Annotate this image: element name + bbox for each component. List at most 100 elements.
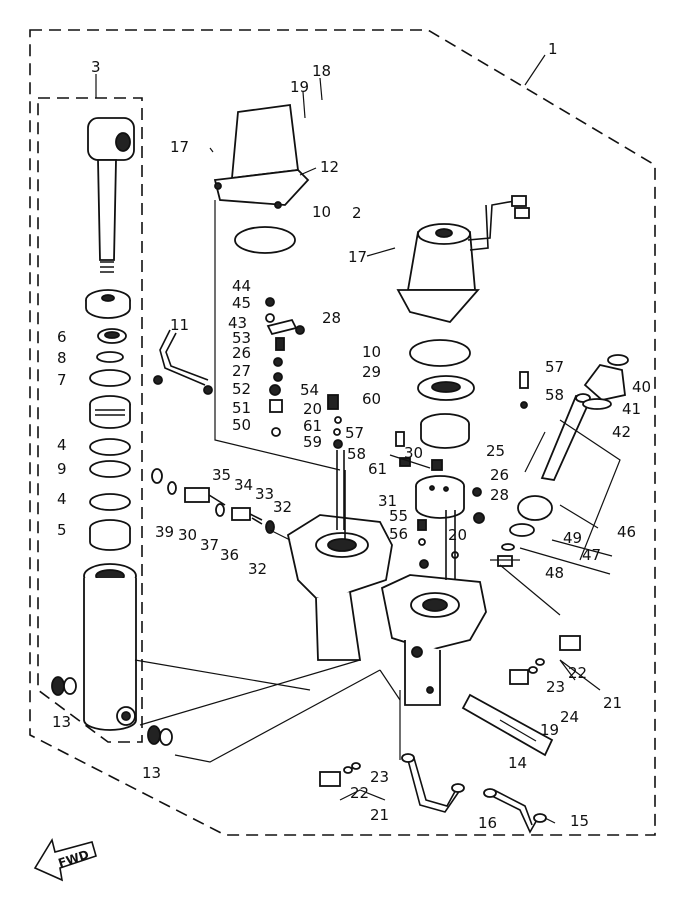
callout-32b: 32 xyxy=(248,560,267,578)
callout-14: 14 xyxy=(508,754,527,772)
callout-labels: 1 2 3 4 4 5 6 7 8 9 10 10 11 12 13 13 14… xyxy=(52,40,651,832)
small-parts-center-column xyxy=(265,297,346,540)
o-ring-4b-part xyxy=(89,493,131,511)
o-ring-7-part xyxy=(89,369,131,387)
callout-36: 36 xyxy=(220,546,239,564)
callout-20b: 20 xyxy=(448,526,467,544)
callout-28b: 28 xyxy=(490,486,509,504)
callout-28a: 28 xyxy=(322,309,341,327)
callout-13a: 13 xyxy=(52,713,71,731)
callout-46: 46 xyxy=(617,523,636,541)
callout-26b: 26 xyxy=(490,466,509,484)
manual-valve-cap-parts xyxy=(582,354,629,410)
callout-31: 31 xyxy=(378,492,397,510)
callout-8: 8 xyxy=(57,349,67,367)
callout-22a: 22 xyxy=(568,664,587,682)
bushing-13a-part xyxy=(51,676,77,696)
callout-55: 55 xyxy=(389,507,408,525)
callout-30b: 30 xyxy=(178,526,197,544)
manifold-body-part xyxy=(380,574,487,706)
cylinder-cap-part xyxy=(85,289,131,319)
callout-5: 5 xyxy=(57,521,67,539)
callout-12: 12 xyxy=(320,158,339,176)
ram-14-part xyxy=(461,693,554,757)
callout-61b: 61 xyxy=(368,460,387,478)
relief-valve-parts xyxy=(151,468,275,534)
callout-61a: 61 xyxy=(303,417,322,435)
callout-37: 37 xyxy=(200,536,219,554)
callout-35: 35 xyxy=(212,466,231,484)
callout-33: 33 xyxy=(255,485,274,503)
callout-3: 3 xyxy=(91,58,101,76)
callout-17a: 17 xyxy=(170,138,189,156)
callout-53: 53 xyxy=(232,329,251,347)
harness-11-part xyxy=(153,329,213,395)
callout-54: 54 xyxy=(300,381,319,399)
assembly-1-boundary xyxy=(29,29,656,836)
ring-29-part xyxy=(417,375,475,401)
callout-6: 6 xyxy=(57,328,67,346)
callout-10a: 10 xyxy=(312,203,331,221)
seal-6-part xyxy=(97,328,127,344)
callout-32a: 32 xyxy=(273,498,292,516)
callout-4a: 4 xyxy=(57,436,67,454)
callout-48: 48 xyxy=(545,564,564,582)
callout-27: 27 xyxy=(232,362,251,380)
manual-valve-46-part xyxy=(497,393,592,567)
pipe-16-part xyxy=(401,753,465,813)
bushing-13b-part xyxy=(147,725,173,746)
gasket-10a-part xyxy=(234,226,296,254)
callout-7: 7 xyxy=(57,371,67,389)
callout-23b: 23 xyxy=(370,768,389,786)
callout-57b: 57 xyxy=(345,424,364,442)
callout-44: 44 xyxy=(232,277,251,295)
callout-19b: 19 xyxy=(540,721,559,739)
callout-20a: 20 xyxy=(303,400,322,418)
callout-45: 45 xyxy=(232,294,251,312)
callout-30a: 30 xyxy=(404,444,423,462)
callout-47: 47 xyxy=(582,546,601,564)
fwd-arrow-icon: FWD xyxy=(33,837,97,882)
callout-42: 42 xyxy=(612,423,631,441)
callout-29: 29 xyxy=(362,363,381,381)
pump-body-part xyxy=(286,514,393,661)
o-ring-8-part xyxy=(96,351,124,363)
callout-21a: 21 xyxy=(603,694,622,712)
callout-39: 39 xyxy=(155,523,174,541)
cylinder-body-part xyxy=(83,563,137,731)
reservoir-cover-part xyxy=(213,103,310,209)
piston-part xyxy=(89,395,131,429)
callout-1: 1 xyxy=(548,40,558,58)
ring-9-part xyxy=(89,460,131,478)
callout-16: 16 xyxy=(478,814,497,832)
callout-18: 18 xyxy=(312,62,331,80)
callout-17b: 17 xyxy=(348,248,367,266)
callout-13b: 13 xyxy=(142,764,161,782)
tilt-rod-part xyxy=(87,117,135,273)
callout-50: 50 xyxy=(232,416,251,434)
callout-34: 34 xyxy=(234,476,253,494)
callout-25: 25 xyxy=(486,442,505,460)
callout-2: 2 xyxy=(352,204,362,222)
bushing-5-part xyxy=(89,519,131,551)
leader-lines xyxy=(95,54,613,824)
callout-4b: 4 xyxy=(57,490,67,508)
callout-11: 11 xyxy=(170,316,189,334)
filter-60-part xyxy=(420,413,470,449)
fitting-21-parts xyxy=(319,635,581,787)
callout-60: 60 xyxy=(362,390,381,408)
callout-41: 41 xyxy=(622,400,641,418)
assembly-3-boundary xyxy=(37,97,143,743)
motor-part xyxy=(396,195,530,324)
callout-57a: 57 xyxy=(545,358,564,376)
callout-40: 40 xyxy=(632,378,651,396)
callout-49: 49 xyxy=(563,529,582,547)
callout-56: 56 xyxy=(389,525,408,543)
callout-26a: 26 xyxy=(232,344,251,362)
callout-15: 15 xyxy=(570,812,589,830)
callout-58b: 58 xyxy=(347,445,366,463)
callout-19a: 19 xyxy=(290,78,309,96)
small-parts-right-column xyxy=(395,371,529,580)
callout-23a: 23 xyxy=(546,678,565,696)
